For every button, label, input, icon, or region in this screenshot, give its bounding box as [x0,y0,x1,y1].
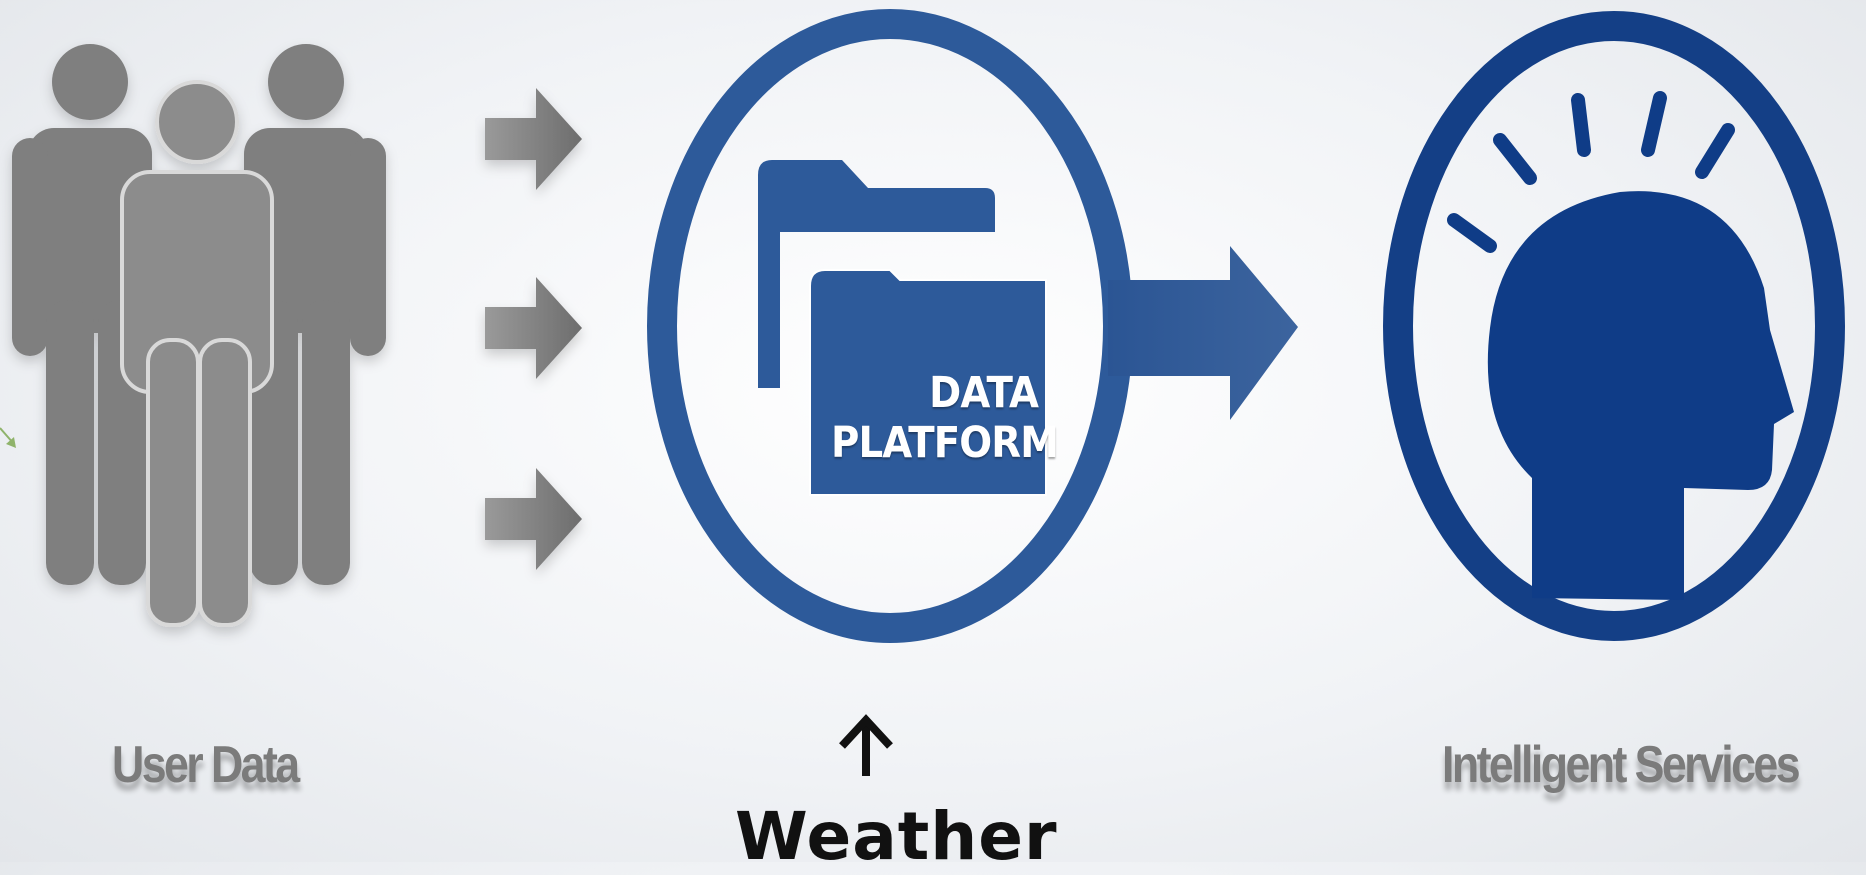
intelligent-head-icon [1383,11,1845,641]
input-arrow-icon [485,277,582,379]
data-platform-label: DATA PLATFORM [831,368,1059,468]
data-platform-icon [647,9,1133,643]
input-arrows [485,88,582,570]
edge-arrow-icon [0,427,16,448]
data-platform-label-line2: PLATFORM [831,418,1059,468]
input-arrow-icon [485,468,582,570]
input-arrow-icon [485,88,582,190]
data-platform-label-line1: DATA [929,368,1039,418]
data-folder-icon [758,160,995,388]
output-arrow-icon [1108,246,1298,420]
up-arrow-icon [839,714,893,776]
intelligent-services-label: Intelligent Services [1442,736,1801,794]
user-data-label: User Data [112,736,300,794]
people-group-icon [12,44,386,627]
weather-label: Weather [735,798,1058,875]
